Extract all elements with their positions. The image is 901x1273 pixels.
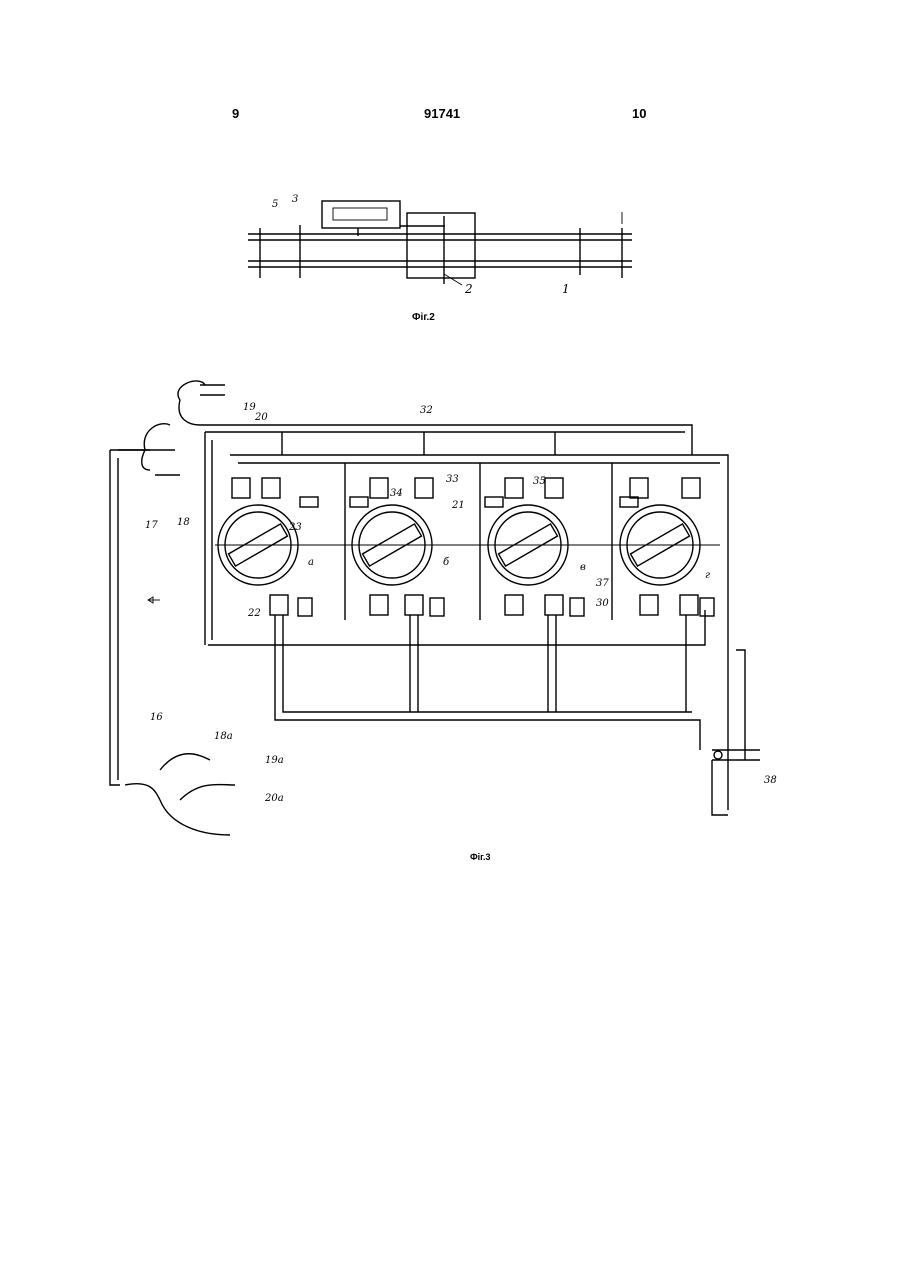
figure-3-label-34: 34 — [390, 488, 403, 499]
figure-3-label-a: a — [308, 557, 314, 568]
figure-3-label-38: 38 — [764, 775, 777, 786]
figure-3-label-37: 37 — [596, 578, 609, 589]
figure-3-label-22: 22 — [248, 608, 261, 619]
figure-3-label-20: 20 — [255, 412, 268, 423]
figure-3-label-v: в — [580, 562, 586, 573]
figure-3-label-23: 23 — [289, 522, 302, 533]
figure-3-label-g: г — [705, 570, 710, 581]
figure-3-label-21: 21 — [452, 500, 465, 511]
figure-3-label-32: 32 — [420, 405, 433, 416]
figure-3-label-b: б — [443, 557, 449, 568]
figure-3-label-20a: 20a — [265, 793, 284, 804]
figure-3-label-35: 35 — [533, 476, 546, 487]
figure-3-caption: Фіг.3 — [470, 852, 491, 862]
figure-3-label-18: 18 — [177, 517, 190, 528]
figure-3-label-33: 33 — [446, 474, 459, 485]
figure-3-label-18a: 18a — [214, 731, 233, 742]
figure-3-label-17: 17 — [145, 520, 158, 531]
figure-3-label-30: 30 — [596, 598, 609, 609]
figure-3-label-19a: 19a — [265, 755, 284, 766]
figure-3-label-16: 16 — [150, 712, 163, 723]
figure-3-label-19: 19 — [243, 402, 256, 413]
figure-3-drawing — [0, 0, 901, 870]
